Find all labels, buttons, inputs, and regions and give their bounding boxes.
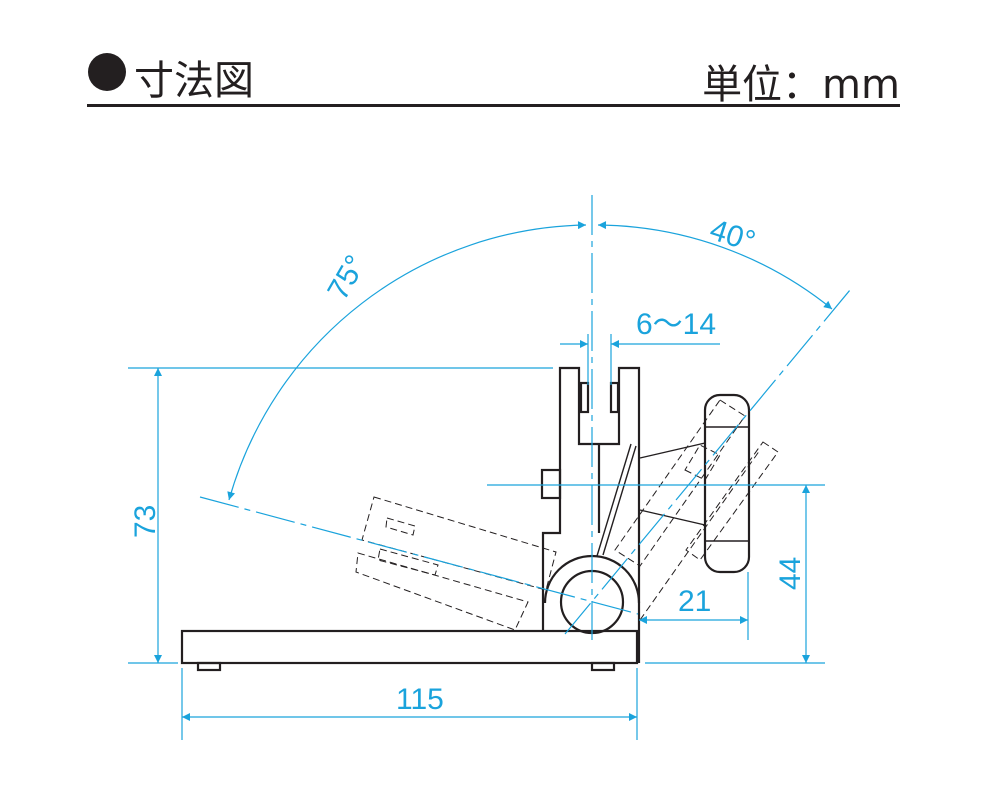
base-plate bbox=[180, 629, 639, 665]
side-knob bbox=[540, 468, 562, 500]
center-line-40deg bbox=[564, 289, 851, 635]
page-title: 寸法図 bbox=[134, 58, 254, 104]
header-divider bbox=[87, 104, 900, 107]
unit-label: 単位：mm bbox=[702, 62, 900, 108]
dim-height-label: 73 bbox=[129, 505, 162, 538]
dim-width-label: 115 bbox=[396, 683, 444, 716]
dim-clamp-offset-label: 21 bbox=[678, 585, 711, 618]
center-line-75deg bbox=[199, 496, 639, 615]
dim-clamp-height-label: 44 bbox=[774, 557, 807, 590]
dim-jaw-opening-label: 6～14 bbox=[636, 308, 716, 341]
angle-75-label: 75° bbox=[321, 250, 372, 306]
jaw-pad-right bbox=[609, 381, 620, 414]
clamp-arm-lower bbox=[639, 509, 706, 526]
bullet-icon bbox=[88, 53, 126, 91]
angle-arc-40 bbox=[597, 221, 833, 310]
upright-body bbox=[541, 366, 641, 663]
foot-right bbox=[590, 661, 616, 672]
foot-left bbox=[196, 661, 222, 672]
clamp-arm-upper bbox=[639, 442, 706, 459]
jaw-pad-left bbox=[579, 381, 590, 414]
clamp-pad bbox=[703, 393, 751, 574]
angle-40-label: 40° bbox=[706, 213, 759, 258]
angle-arc-75 bbox=[227, 221, 587, 501]
